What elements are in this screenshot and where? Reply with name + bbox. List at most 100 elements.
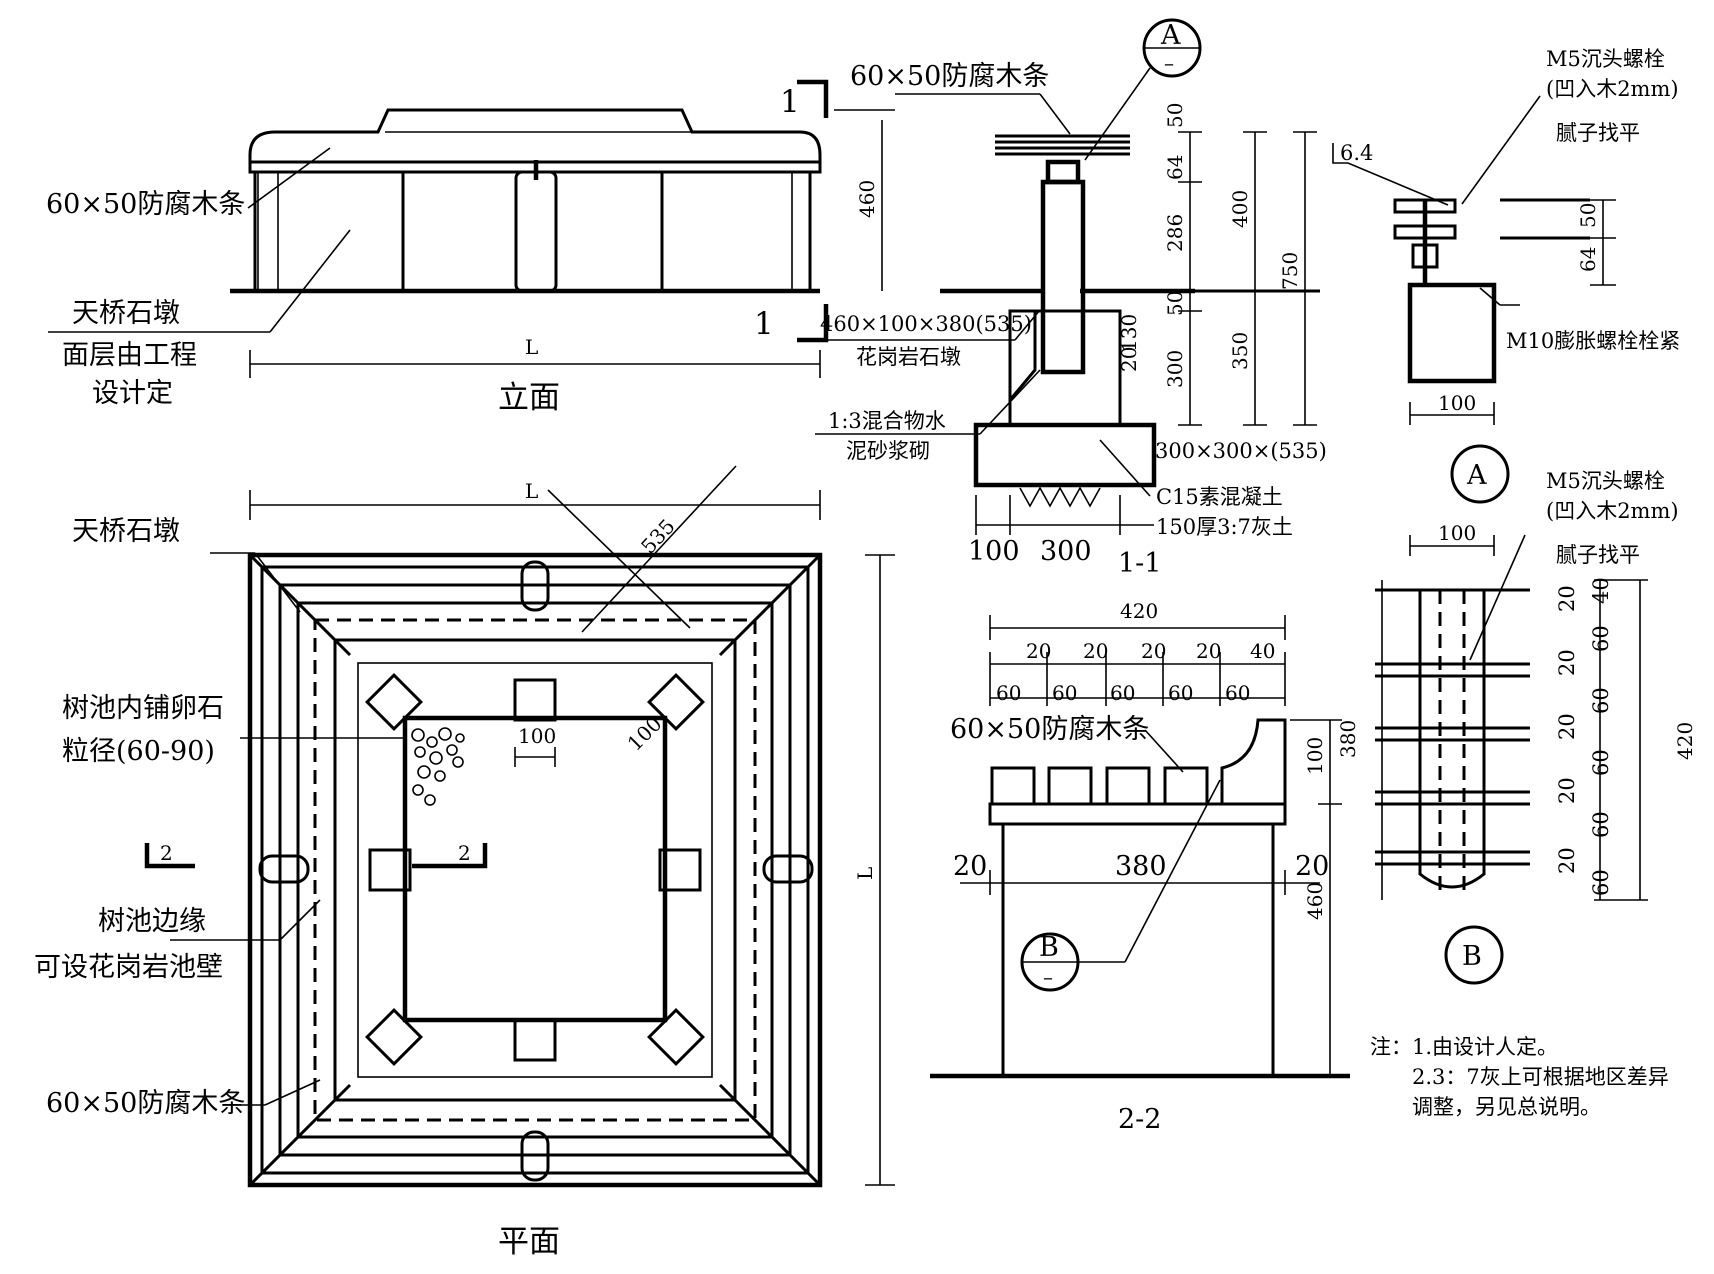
elevation-dim-height: 460 — [855, 180, 879, 218]
elevation-dim-length: L — [525, 335, 538, 359]
plan-label-edge-2: 可设花岗岩池壁 — [34, 952, 223, 983]
elevation-label-stone-pier: 天桥石墩 — [72, 298, 180, 329]
section11-label-footing: 300×300×(535) — [1155, 439, 1327, 463]
detail-b: 100 20 20 20 20 20 40 60 60 60 60 60 420 — [1375, 469, 1697, 985]
section11-dim-750: 750 — [1278, 252, 1302, 290]
plan-dim-top-length: L — [525, 479, 538, 503]
detail-a-dim-50: 50 — [1576, 203, 1600, 228]
section11-dim-286: 286 — [1163, 214, 1187, 252]
detail-a-label-bolt-2: (凹入木2mm) — [1546, 77, 1679, 101]
detail-b-right-3: 60 — [1589, 687, 1613, 714]
section22-gap-2: 20 — [1083, 639, 1108, 663]
elevation-view: L 460 1 1 60×50防腐木条 天桥石墩 面层由工程 设计定 立面 — [46, 79, 895, 416]
section11-dim-300: 300 — [1163, 350, 1187, 388]
section-mark-1-top: 1 — [780, 84, 800, 120]
section11-label-mortar-1: 1:3混合物水 — [828, 409, 946, 433]
detail-b-right-5: 60 — [1589, 811, 1613, 838]
detail-b-left-3: 20 — [1555, 713, 1579, 740]
elevation-label-wood-strip: 60×50防腐木条 — [46, 189, 245, 220]
section22-dim-100: 100 — [1303, 737, 1327, 775]
elevation-label-surface-2: 设计定 — [92, 378, 173, 409]
section22-width-3: 60 — [1110, 681, 1135, 705]
detail-b-left-5: 20 — [1555, 847, 1579, 874]
plan-label-pebbles-2: 粒径(60-90) — [62, 736, 215, 767]
section11-label-wood-strip: 60×50防腐木条 — [850, 61, 1049, 92]
detail-b-right-6: 60 — [1589, 869, 1613, 896]
note-line-2: 2.3：7灰上可根据地区差异 — [1412, 1065, 1669, 1089]
detail-a-label-putty: 腻子找平 — [1556, 121, 1640, 145]
section-1-1: A – 50 64 286 50 300 400 350 750 130 20 … — [815, 18, 1327, 579]
section11-dim-20: 20 — [1117, 347, 1141, 372]
section22-width-5: 60 — [1225, 681, 1250, 705]
section11-callout-letter: A — [1160, 20, 1181, 51]
section11-label-mortar-2: 泥砂浆砌 — [846, 439, 930, 463]
plan-label-edge-1: 树池边缘 — [98, 906, 206, 937]
detail-a-dim-6-4: 6.4 — [1340, 141, 1373, 165]
note-line-3: 调整，另见总说明。 — [1412, 1095, 1601, 1119]
section11-dim-400: 400 — [1228, 190, 1252, 228]
section22-width-2: 60 — [1052, 681, 1077, 705]
detail-b-left-1: 20 — [1555, 585, 1579, 612]
plan-dim-diagonal: 535 — [636, 514, 680, 558]
section22-callout-dash: – — [1043, 965, 1053, 989]
plan-section-2-left: 2 — [160, 841, 173, 865]
detail-b-label-putty: 腻子找平 — [1556, 543, 1640, 567]
elevation-title: 立面 — [498, 380, 560, 416]
section22-dim-460: 460 — [1303, 882, 1327, 920]
section11-dim-bottom-300: 300 — [1040, 536, 1092, 567]
section11-dim-350: 350 — [1228, 332, 1252, 370]
section11-callout-dash: – — [1164, 51, 1174, 75]
detail-a: 50 64 100 6.4 M5沉头螺栓 (凹入木2mm) 腻子找平 M10膨胀… — [1332, 47, 1680, 504]
plan-label-stone-pier: 天桥石墩 — [72, 516, 180, 547]
section11-dim-50b: 50 — [1163, 291, 1187, 316]
detail-a-label-expansion: M10膨胀螺栓栓紧 — [1506, 329, 1680, 353]
section-2-2: 420 20 20 20 20 40 60 60 60 60 60 — [930, 599, 1360, 1135]
section22-gap-5: 40 — [1250, 639, 1275, 663]
plan-label-wood-strip: 60×50防腐木条 — [46, 1088, 245, 1119]
detail-b-right-2: 60 — [1589, 625, 1613, 652]
detail-a-dim-100: 100 — [1438, 391, 1476, 415]
section11-dim-64: 64 — [1163, 155, 1187, 180]
plan-section-2-right: 2 — [458, 841, 471, 865]
plan-title: 平面 — [498, 1224, 560, 1260]
section11-label-stone-1: 460×100×380(535) — [820, 312, 1032, 336]
plan-label-pebbles-1: 树池内铺卵石 — [62, 693, 224, 724]
detail-b-dim-420: 420 — [1673, 722, 1697, 760]
section22-title: 2-2 — [1118, 1104, 1161, 1135]
section11-dim-130: 130 — [1117, 314, 1141, 352]
section22-dim-20-right: 20 — [1295, 851, 1329, 882]
section22-gap-4: 20 — [1196, 639, 1221, 663]
detail-a-label-bolt-1: M5沉头螺栓 — [1546, 47, 1665, 71]
section22-label-wood-strip: 60×50防腐木条 — [950, 714, 1149, 745]
elevation-label-surface-1: 面层由工程 — [62, 340, 197, 371]
detail-a-title: A — [1466, 460, 1487, 491]
section11-dim-50a: 50 — [1163, 103, 1187, 128]
plan-dim-100-a: 100 — [518, 724, 556, 748]
section22-callout-letter: B — [1039, 932, 1059, 963]
section22-dim-20-left: 20 — [953, 851, 987, 882]
section11-title: 1-1 — [1118, 548, 1161, 579]
notes: 注：1.由设计人定。 2.3：7灰上可根据地区差异 调整，另见总说明。 — [1370, 1035, 1669, 1119]
detail-b-label-bolt-1: M5沉头螺栓 — [1546, 469, 1665, 493]
section22-width-4: 60 — [1168, 681, 1193, 705]
plan-view: L L — [34, 465, 895, 1260]
detail-b-label-bolt-2: (凹入木2mm) — [1546, 499, 1679, 523]
note-line-1: 注：1.由设计人定。 — [1370, 1035, 1558, 1059]
plan-dim-side-length: L — [853, 867, 877, 880]
detail-b-left-4: 20 — [1555, 777, 1579, 804]
section11-label-conc-2: 150厚3:7灰土 — [1156, 515, 1293, 539]
section22-dim-380: 380 — [1115, 851, 1167, 882]
section22-width-1: 60 — [996, 681, 1021, 705]
detail-b-right-1: 40 — [1589, 577, 1613, 604]
detail-b-dim-100: 100 — [1438, 521, 1476, 545]
section11-label-stone-2: 花岗岩石墩 — [856, 345, 961, 369]
detail-b-title: B — [1462, 941, 1482, 972]
detail-b-left-2: 20 — [1555, 649, 1579, 676]
section11-dim-bottom-100: 100 — [968, 536, 1020, 567]
section-mark-1-bottom: 1 — [754, 306, 774, 342]
section22-dim-420: 420 — [1120, 599, 1158, 623]
section11-label-conc-1: C15素混凝土 — [1156, 485, 1283, 509]
section22-dim-380v: 380 — [1336, 720, 1360, 758]
